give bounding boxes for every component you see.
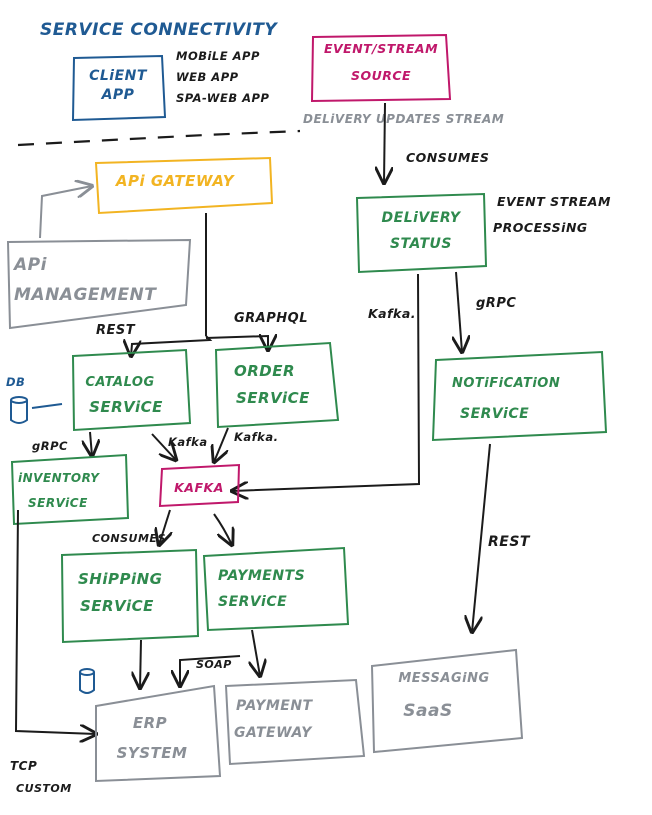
client-type-web: WEB APP	[176, 70, 239, 84]
api-gateway-node: APi GATEWAY	[94, 156, 274, 215]
event-stream-processing-line-1: EVENT STREAM	[497, 194, 611, 209]
shipping-service-line-2: SERViCE	[80, 597, 154, 615]
source-to-delivery-arrow	[384, 102, 385, 183]
db-label-top: DB	[6, 375, 25, 389]
client-app-line-1: CLiENT	[89, 68, 148, 84]
delivery-updates-stream-label: DELiVERY UPDATES STREAM	[303, 112, 504, 126]
catalog-to-inventory-arrow	[90, 431, 92, 456]
inventory-service-node: iNVENTORY SERViCE	[10, 453, 130, 526]
soap-label: SOAP	[196, 658, 232, 671]
payments-to-gateway-arrow	[252, 629, 260, 676]
shipping-database-icon	[79, 668, 95, 694]
delivery-status-line-2: STATUS	[390, 236, 452, 252]
api-management-line-1: APi	[12, 255, 48, 275]
delivery-to-kafka-line	[232, 273, 421, 491]
order-to-kafka-arrow	[214, 427, 229, 462]
payment-gateway-line-1: PAYMENT	[236, 698, 314, 714]
tcp-label: TCP	[10, 759, 37, 773]
messaging-saas-line-2: SaaS	[403, 701, 452, 721]
catalog-service-node: CATALOG SERViCE	[71, 348, 192, 432]
custom-label: CUSTOM	[16, 782, 72, 795]
order-service-line-2: SERViCE	[236, 389, 310, 407]
erp-system-line-1: ERP	[133, 714, 167, 732]
api-gateway-label: APi GATEWAY	[115, 172, 236, 190]
shipping-to-erp-arrow	[140, 639, 141, 688]
payments-service-node: PAYMENTS SERViCE	[202, 546, 350, 632]
erp-system-node: ERP SYSTEM	[95, 684, 222, 783]
payments-service-line-1: PAYMENTS	[218, 568, 305, 584]
catalog-database-icon	[10, 396, 28, 424]
kafka-to-payments-arrow	[213, 513, 232, 545]
shipping-service-line-1: SHiPPiNG	[78, 570, 163, 588]
notification-to-saas-arrow	[472, 443, 491, 632]
inventory-to-erp-connector	[14, 509, 96, 734]
graphql-label: GRAPHQL	[234, 311, 308, 326]
diagram-title: SERVICE CONNECTIVITY	[40, 20, 278, 40]
api-management-node: APi MANAGEMENT	[6, 238, 192, 330]
graphql-to-order-arrow	[205, 336, 268, 350]
event-stream-processing-line-2: PROCESSiNG	[493, 220, 588, 235]
client-type-mobile: MOBiLE APP	[176, 49, 260, 63]
inventory-service-line-2: SERViCE	[28, 496, 88, 510]
client-type-spa: SPA-WEB APP	[176, 91, 269, 105]
event-stream-source-node: EVENT/STREAM SOURCE	[310, 33, 452, 103]
order-service-line-1: ORDER	[234, 362, 295, 380]
messaging-saas-line-1: MESSAGiNG	[398, 671, 489, 686]
delivery-status-line-1: DELiVERY	[382, 210, 462, 226]
payment-gateway-node: PAYMENT GATEWAY	[224, 678, 366, 766]
payment-gateway-line-2: GATEWAY	[234, 725, 313, 741]
catalog-service-line-1: CATALOG	[85, 375, 154, 390]
grpc-label-notification: gRPC	[476, 296, 516, 311]
boundary-dashed-line	[17, 129, 301, 147]
client-app-line-2: APP	[101, 87, 135, 103]
erp-system-line-2: SYSTEM	[117, 744, 188, 762]
messaging-saas-node: MESSAGiNG SaaS	[370, 648, 524, 754]
notification-service-node: NOTiFiCATiON SERViCE	[431, 350, 608, 442]
kafka-label-catalog: Kafka	[168, 435, 208, 449]
event-source-line-2: SOURCE	[351, 68, 411, 83]
db-to-catalog-line	[31, 403, 63, 409]
grpc-label-inventory: gRPC	[32, 439, 68, 453]
order-service-node: ORDER SERViCE	[214, 341, 340, 429]
delivery-status-node: DELiVERY STATUS	[355, 192, 488, 274]
kafka-label-delivery: Kafka.	[368, 306, 416, 321]
kafka-to-shipping-arrow	[159, 509, 170, 545]
management-to-gateway-arrow	[39, 186, 92, 239]
notification-service-line-2: SERViCE	[460, 406, 529, 422]
catalog-to-kafka-arrow	[151, 433, 176, 460]
kafka-label-order: Kafka.	[234, 430, 278, 444]
payments-service-line-2: SERViCE	[218, 594, 287, 610]
inventory-service-line-1: iNVENTORY	[18, 471, 100, 485]
soap-to-erp-arrow	[180, 655, 241, 686]
delivery-to-notification-arrow	[456, 271, 462, 352]
rest-label-catalog: REST	[96, 323, 136, 338]
event-source-line-1: EVENT/STREAM	[324, 41, 438, 56]
client-app-node: CLiENT APP	[71, 54, 167, 122]
kafka-node-label: KAFKA	[174, 480, 224, 495]
consumes-label-shipping: CONSUMES	[92, 532, 166, 545]
catalog-service-line-2: SERViCE	[89, 398, 163, 416]
notification-service-line-1: NOTiFiCATiON	[452, 376, 560, 391]
rest-label-saas: REST	[488, 534, 531, 550]
shipping-service-node: SHiPPiNG SERViCE	[60, 548, 200, 644]
kafka-node: KAFKA	[158, 463, 241, 508]
api-management-line-2: MANAGEMENT	[14, 285, 157, 305]
consumes-label-top: CONSUMES	[406, 150, 489, 165]
